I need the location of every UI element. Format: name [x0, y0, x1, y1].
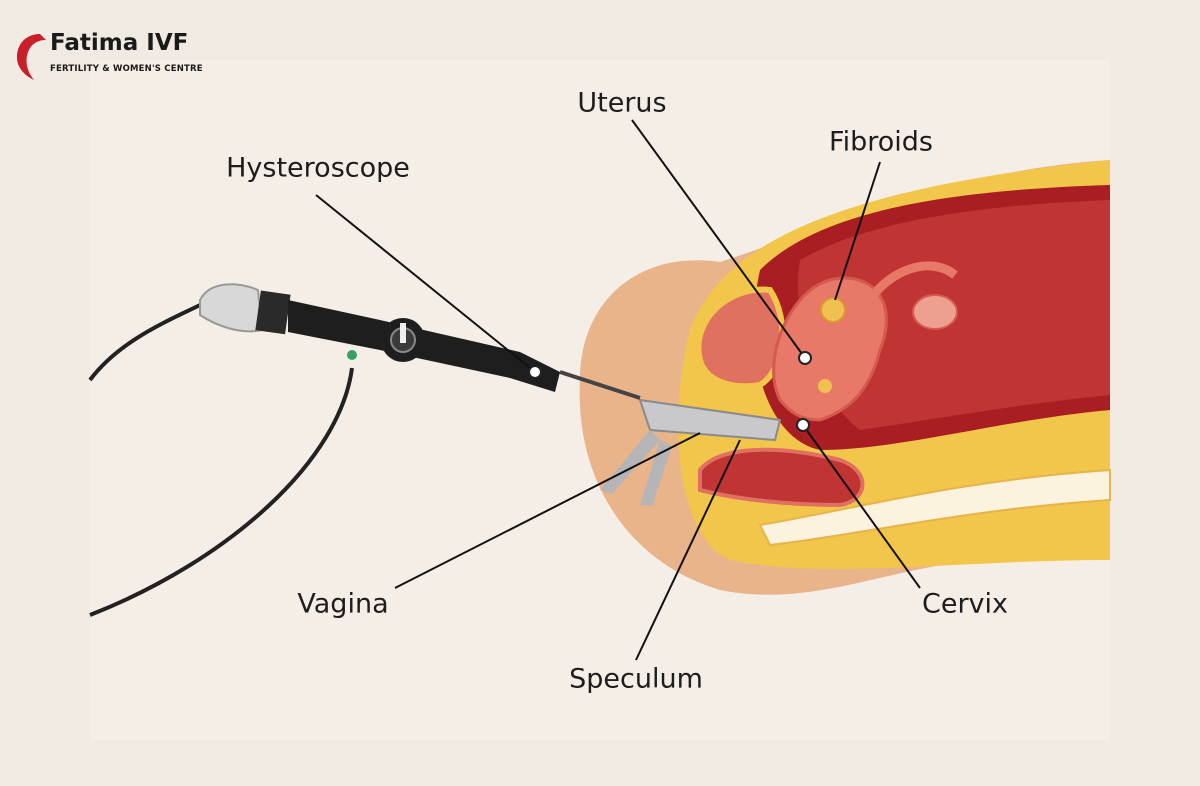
- uterus-shape: [772, 276, 888, 422]
- fibroid: [820, 297, 846, 323]
- leader-speculum: [635, 439, 741, 661]
- marker-uterus: [798, 351, 812, 365]
- rectum: [698, 447, 865, 508]
- leader-fibroids: [834, 161, 881, 301]
- label-cervix: Cervix: [921, 588, 1009, 620]
- fallopian-tube: [866, 261, 958, 303]
- marker-hysteroscope: [528, 365, 542, 379]
- light-cable: [89, 367, 354, 617]
- leader-cervix: [802, 424, 921, 589]
- hysteroscope-cable: [88, 303, 201, 382]
- logo-tagline: FERTILITY & WOMEN'S CENTRE: [50, 64, 203, 74]
- logo-name: Fatima IVF: [50, 30, 189, 56]
- label-fibroids: Fibroids: [829, 126, 933, 158]
- leader-hysteroscope: [315, 194, 536, 373]
- label-hysteroscope: Hysteroscope: [226, 152, 410, 184]
- marker-cervix: [796, 418, 810, 432]
- logo-mark: [16, 34, 46, 80]
- camera-head: [199, 283, 264, 333]
- leader-vagina: [394, 432, 701, 589]
- label-speculum: Speculum: [569, 663, 703, 695]
- speculum-instrument: [638, 398, 782, 442]
- label-vagina: Vagina: [297, 588, 389, 620]
- logo: Fatima IVF FERTILITY & WOMEN'S CENTRE: [10, 28, 210, 80]
- leader-lines: [315, 119, 921, 661]
- leader-uterus: [631, 119, 806, 359]
- spine: [758, 468, 1111, 547]
- label-uterus: Uterus: [577, 87, 667, 119]
- ovary: [912, 294, 958, 330]
